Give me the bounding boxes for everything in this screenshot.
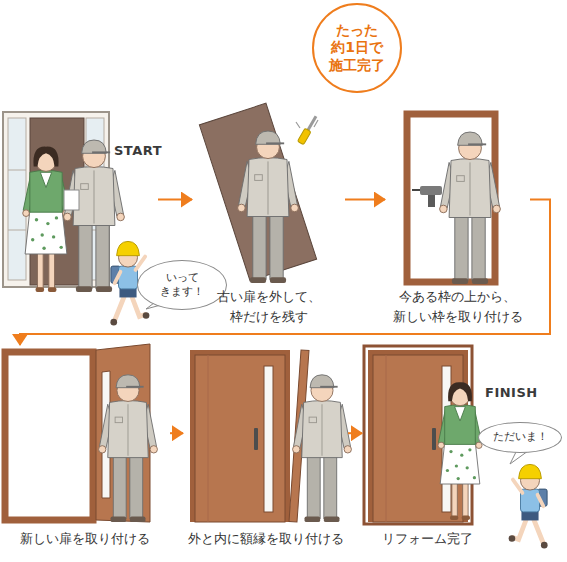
new-door xyxy=(190,350,290,522)
step-arrow xyxy=(348,432,362,434)
step-label: FINISH xyxy=(485,385,538,400)
child-figure xyxy=(509,464,548,548)
clipboard xyxy=(64,190,79,210)
step-panel: 今ある枠の上から、 新しい枠を取り付ける xyxy=(385,105,530,330)
badge-text: たった 約1日で 施工完了 xyxy=(326,22,388,75)
time-badge: たった 約1日で 施工完了 xyxy=(312,3,402,93)
step-caption: 外と内に額縁を取り付ける xyxy=(188,529,344,548)
screwdriver xyxy=(297,114,319,144)
bubble-text: ただいま！ xyxy=(493,430,548,444)
step-panel: FINISH リフォーム完了 ただいま！ xyxy=(362,345,562,555)
worker-figure xyxy=(440,132,501,284)
worker-figure xyxy=(238,131,299,283)
step-caption: リフォーム完了 xyxy=(382,529,473,548)
step-panel: 外と内に額縁を取り付ける xyxy=(183,345,348,555)
step-panel: 古い扉を外して、 枠だけを残す xyxy=(192,105,345,330)
drill xyxy=(412,186,442,207)
step-caption: 新しい扉を取り付ける xyxy=(20,529,150,548)
step-arrow xyxy=(20,200,550,346)
step-label: START xyxy=(114,143,162,158)
woman-figure xyxy=(438,382,482,520)
step-panel: STARTいって きます！ xyxy=(0,105,158,330)
step-caption: 今ある枠の上から、 新しい枠を取り付ける xyxy=(387,287,528,326)
step-panel: 新しい扉を取り付ける xyxy=(0,345,170,555)
step-caption: 古い扉を外して、 枠だけを残す xyxy=(194,287,343,326)
speech-bubble: いって きます！ xyxy=(137,260,227,310)
new-frame xyxy=(5,352,93,520)
worker-figure xyxy=(293,375,352,522)
speech-bubble: ただいま！ xyxy=(478,422,562,453)
bubble-text: いって きます！ xyxy=(152,271,212,300)
step-arrow xyxy=(345,199,385,201)
woman-figure xyxy=(23,147,70,292)
step-arrow xyxy=(158,199,192,201)
worker-figure xyxy=(99,375,158,522)
motion-lines xyxy=(296,120,318,128)
step-arrow xyxy=(170,432,183,434)
